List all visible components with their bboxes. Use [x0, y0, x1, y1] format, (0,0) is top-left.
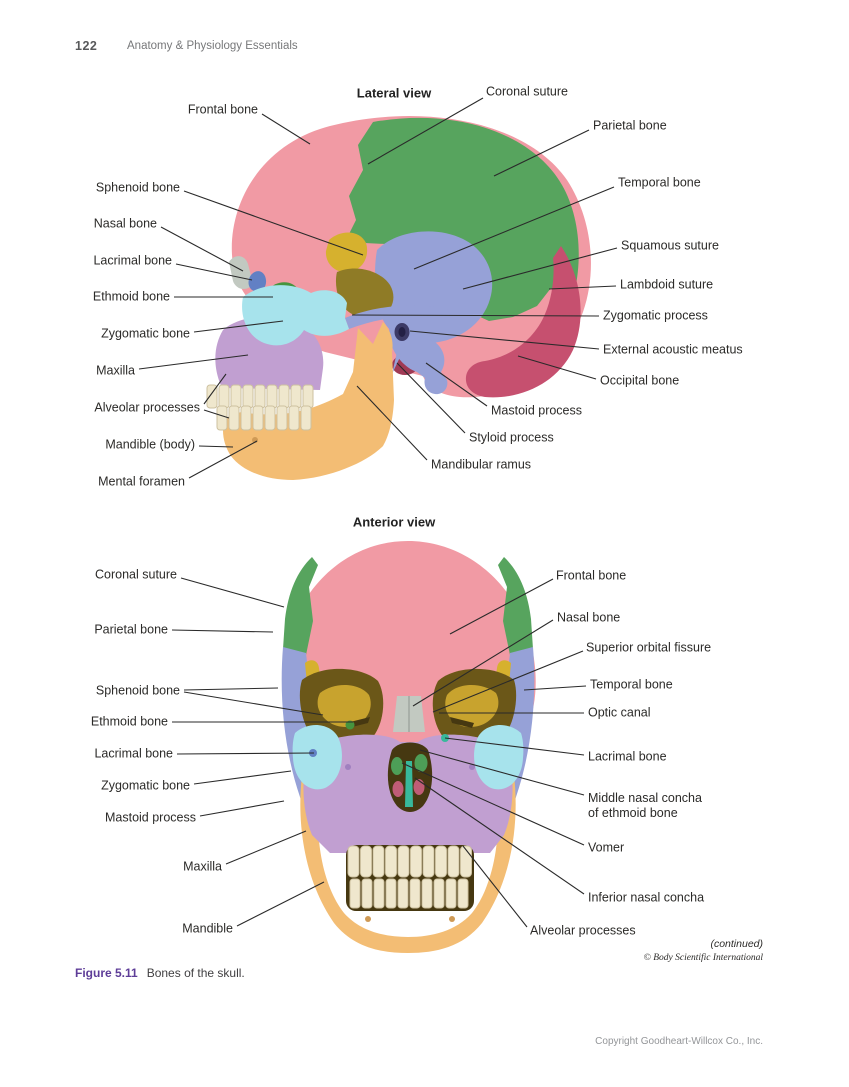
- anatomy-label: Parietal bone: [94, 622, 168, 637]
- infraorbital-foramen-left: [345, 764, 351, 770]
- anatomy-label: Nasal bone: [557, 610, 621, 625]
- page-number: 122: [75, 39, 98, 53]
- lateral-lower-teeth: [216, 405, 312, 431]
- anatomy-label: Occipital bone: [600, 373, 680, 388]
- anatomy-label: Middle nasal concha of ethmoid bone: [588, 791, 702, 820]
- anatomy-label: Zygomatic bone: [101, 326, 190, 341]
- continued-note: (continued): [710, 938, 763, 950]
- anatomy-label: Mandibular ramus: [431, 457, 532, 472]
- anterior-lacrimal-right-dot: [441, 734, 449, 742]
- infraorbital-foramen-right: [469, 764, 475, 770]
- lateral-upper-teeth: [206, 384, 314, 409]
- anatomy-label: Mandible: [182, 921, 233, 936]
- figure-title: Lateral view: [356, 85, 432, 101]
- lateral-zygomatic-process-bar: [345, 305, 451, 329]
- anatomy-label: External acoustic meatus: [603, 342, 743, 357]
- anatomy-label: Zygomatic process: [603, 308, 708, 323]
- anatomy-label: Sphenoid bone: [95, 180, 180, 195]
- external-acoustic-meatus-hole: [398, 327, 406, 337]
- anatomy-label: Inferior nasal concha: [588, 890, 705, 905]
- anterior-ethmoid-dot: [345, 720, 355, 730]
- book-title: Anatomy & Physiology Essentials: [127, 40, 298, 52]
- anatomy-label: Maxilla: [183, 859, 222, 874]
- anatomy-label: Lacrimal bone: [94, 746, 173, 761]
- anatomy-label: Zygomatic bone: [101, 778, 190, 793]
- lateral-lacrimal-bone-region: [248, 271, 267, 292]
- inferior-nasal-concha-right: [413, 779, 425, 795]
- lateral-mandible-region: [223, 322, 394, 480]
- mental-foramen-right-dot: [449, 916, 455, 922]
- anatomy-label: Mastoid process: [104, 810, 196, 825]
- figure-caption: Figure 5.11 Bones of the skull.: [75, 966, 245, 980]
- figure-number: Figure 5.11: [75, 966, 138, 980]
- anatomy-label: Superior orbital fissure: [586, 640, 712, 655]
- anatomy-label: Mandible (body): [105, 437, 195, 452]
- middle-nasal-concha-left: [391, 757, 403, 775]
- anterior-lacrimal-left-dot: [309, 749, 317, 757]
- anatomy-label: Sphenoid bone: [95, 683, 180, 698]
- lateral-styloid-process: [392, 352, 401, 374]
- anatomy-label: Frontal bone: [187, 102, 258, 117]
- anatomy-label: Lambdoid suture: [620, 277, 714, 292]
- figure-caption-text: Bones of the skull.: [146, 966, 245, 980]
- illustration-credit: © Body Scientific International: [643, 953, 763, 963]
- anatomy-label: Ethmoid bone: [90, 714, 168, 729]
- anatomy-label: Temporal bone: [590, 677, 673, 692]
- mental-foramen-dot: [252, 437, 258, 443]
- anterior-skull-illustration: [281, 541, 536, 953]
- anatomy-label: Ethmoid bone: [92, 289, 170, 304]
- anterior-sphenoid-in-orbit-left: [317, 684, 371, 728]
- anatomy-label: Mental foramen: [98, 474, 185, 489]
- anterior-zygomatic-left-region: [292, 725, 342, 790]
- anatomy-label: Optic canal: [588, 705, 651, 720]
- anatomy-label: Parietal bone: [593, 118, 667, 133]
- anatomy-label: Squamous suture: [621, 238, 719, 253]
- middle-nasal-concha-right: [414, 754, 428, 772]
- anatomy-label: Nasal bone: [93, 216, 157, 231]
- inferior-nasal-concha-left: [392, 781, 404, 797]
- anatomy-label: Mastoid process: [491, 403, 583, 418]
- vomer-region: [405, 761, 413, 807]
- anatomy-label: Styloid process: [469, 430, 554, 445]
- superior-orbital-fissure-right: [450, 717, 474, 728]
- anatomy-label: Vomer: [588, 840, 625, 855]
- mental-foramen-left-dot: [365, 916, 371, 922]
- anatomy-label: Alveolar processes: [530, 923, 636, 938]
- lateral-sphenoid-wing-region: [335, 268, 394, 319]
- figure-title: Anterior view: [352, 514, 436, 530]
- anatomy-label: Maxilla: [96, 363, 135, 378]
- anatomy-label: Coronal suture: [95, 567, 177, 582]
- anatomy-label: Lacrimal bone: [588, 749, 667, 764]
- anterior-parietal-left-region: [283, 557, 318, 655]
- anatomy-label: Frontal bone: [556, 568, 627, 583]
- anatomy-label: Alveolar processes: [94, 400, 200, 415]
- anatomy-label: Temporal bone: [618, 175, 701, 190]
- publisher-copyright: Copyright Goodheart-Willcox Co., Inc.: [595, 1036, 763, 1047]
- anatomy-label: Lacrimal bone: [93, 253, 172, 268]
- anatomy-label: Coronal suture: [486, 84, 568, 99]
